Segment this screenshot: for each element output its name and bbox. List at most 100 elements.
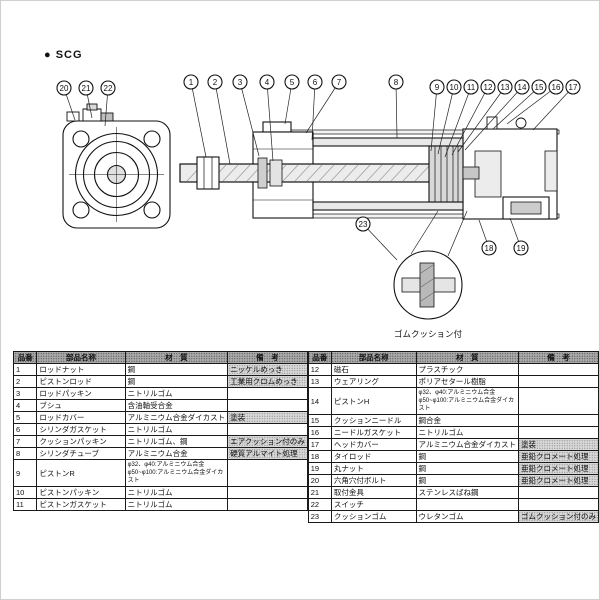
part-remark-cell: 硬質アルマイト処理 [227, 447, 308, 460]
callout-2: 2 [207, 74, 231, 165]
part-material-cell: 鋼 [124, 375, 229, 388]
part-remark-cell [517, 414, 599, 427]
callout-22: 22 [100, 80, 116, 127]
part-name-cell: 磁石 [330, 363, 417, 376]
callout-14: 14 [464, 79, 530, 151]
part-name-cell: ロッドカバー [36, 411, 126, 424]
callout-4: 4 [259, 74, 275, 162]
part-material-cell: ポリアセタール樹脂 [415, 375, 519, 388]
part-name-cell: 取付金具 [330, 486, 417, 499]
part-number-cell: 19 [307, 462, 332, 475]
callout-21: 21 [78, 80, 94, 119]
flange-front-view [62, 103, 171, 229]
part-name-cell: クッションパッキン [36, 435, 126, 448]
part-number-cell: 10 [12, 486, 38, 499]
part-remark-cell [517, 426, 599, 439]
part-name-cell: ピストンH [330, 387, 417, 415]
callout-number: 15 [535, 83, 544, 92]
header-material: 材 質 [415, 351, 519, 364]
part-name-cell: 丸ナット [330, 462, 417, 475]
part-remark-cell [517, 363, 599, 376]
cylinder-tube-top-wall-shape [312, 137, 464, 147]
callout-15: 15 [492, 79, 547, 130]
callout-number: 10 [450, 83, 459, 92]
part-material-cell: 鋼 [415, 474, 519, 487]
part-number-cell: 9 [12, 459, 38, 487]
part-remark-cell [517, 387, 599, 415]
part-name-cell: ピストンパッキン [36, 486, 126, 499]
callout-16: 16 [506, 79, 564, 125]
part-number-cell: 5 [12, 411, 38, 424]
part-remark-cell [517, 486, 599, 499]
callout-17: 17 [532, 79, 581, 131]
callout-number: 20 [60, 84, 69, 93]
part-number-cell: 4 [12, 399, 38, 412]
part-number-cell: 18 [307, 450, 332, 463]
part-remark-cell [227, 387, 308, 400]
header-part-number: 品番 [12, 351, 38, 364]
callout-13: 13 [457, 79, 513, 153]
header-material: 材 質 [124, 351, 229, 364]
part-name-cell: クッションニードル [330, 414, 417, 427]
part-number-cell: 22 [307, 498, 332, 511]
cylinder-tube-bottom-wall-shape [312, 201, 464, 211]
part-remark-cell [227, 423, 308, 436]
part-remark-cell: エアクッション付のみ [227, 435, 308, 448]
header-part-name: 部品名称 [36, 351, 126, 364]
callout-1: 1 [183, 74, 207, 158]
part-name-cell: ヘッドカバー [330, 438, 417, 451]
part-name-cell: クッションゴム [330, 510, 417, 523]
callout-6: 6 [307, 74, 323, 141]
series-label: ● SCG [44, 49, 83, 61]
part-material-cell: アルミニウム合金ダイカスト [415, 438, 519, 451]
part-name-cell: ウェアリング [330, 375, 417, 388]
callout-number: 13 [501, 83, 510, 92]
cushion-needle-shape [486, 116, 498, 130]
part-material-cell: ニトリルゴム [415, 426, 519, 439]
part-material-cell: アルミニウム合金 [124, 447, 229, 460]
part-material-cell: ニトリルゴム、鋼 [124, 435, 229, 448]
switch-bracket-shape [82, 108, 102, 121]
callout-5: 5 [284, 74, 300, 125]
part-material-cell: 鋼合金 [415, 414, 519, 427]
parts-table-header-row: 品番 部品名称 材 質 備 考 [12, 351, 308, 364]
header-remarks: 備 考 [517, 351, 599, 364]
callout-7: 7 [305, 74, 347, 134]
header-remarks: 備 考 [227, 351, 308, 364]
part-material-cell [415, 498, 519, 511]
callout-3: 3 [232, 74, 260, 157]
callout-number: 14 [518, 83, 527, 92]
part-remark-cell: 亜鉛クロメート処理 [517, 474, 599, 487]
part-remark-cell [517, 498, 599, 511]
callout-number: 8 [394, 78, 399, 87]
part-material-cell: プラスチック [415, 363, 519, 376]
detail-caption: ゴムクッション付 [394, 329, 463, 339]
rod-packing-shape [257, 157, 268, 189]
part-remark-cell [227, 459, 308, 487]
callout-23: 23 [355, 216, 398, 261]
callout-9: 9 [429, 79, 445, 152]
rod-nut-shape [196, 156, 220, 190]
callout-number: 22 [104, 84, 113, 93]
part-number-cell: 14 [307, 387, 332, 415]
callout-number: 6 [313, 78, 318, 87]
part-name-cell: タイロッド [330, 450, 417, 463]
part-name-cell: ピストンロッド [36, 375, 126, 388]
part-remark-cell: ゴムクッション付のみ [517, 510, 599, 523]
part-name-cell: シリンダガスケット [36, 423, 126, 436]
